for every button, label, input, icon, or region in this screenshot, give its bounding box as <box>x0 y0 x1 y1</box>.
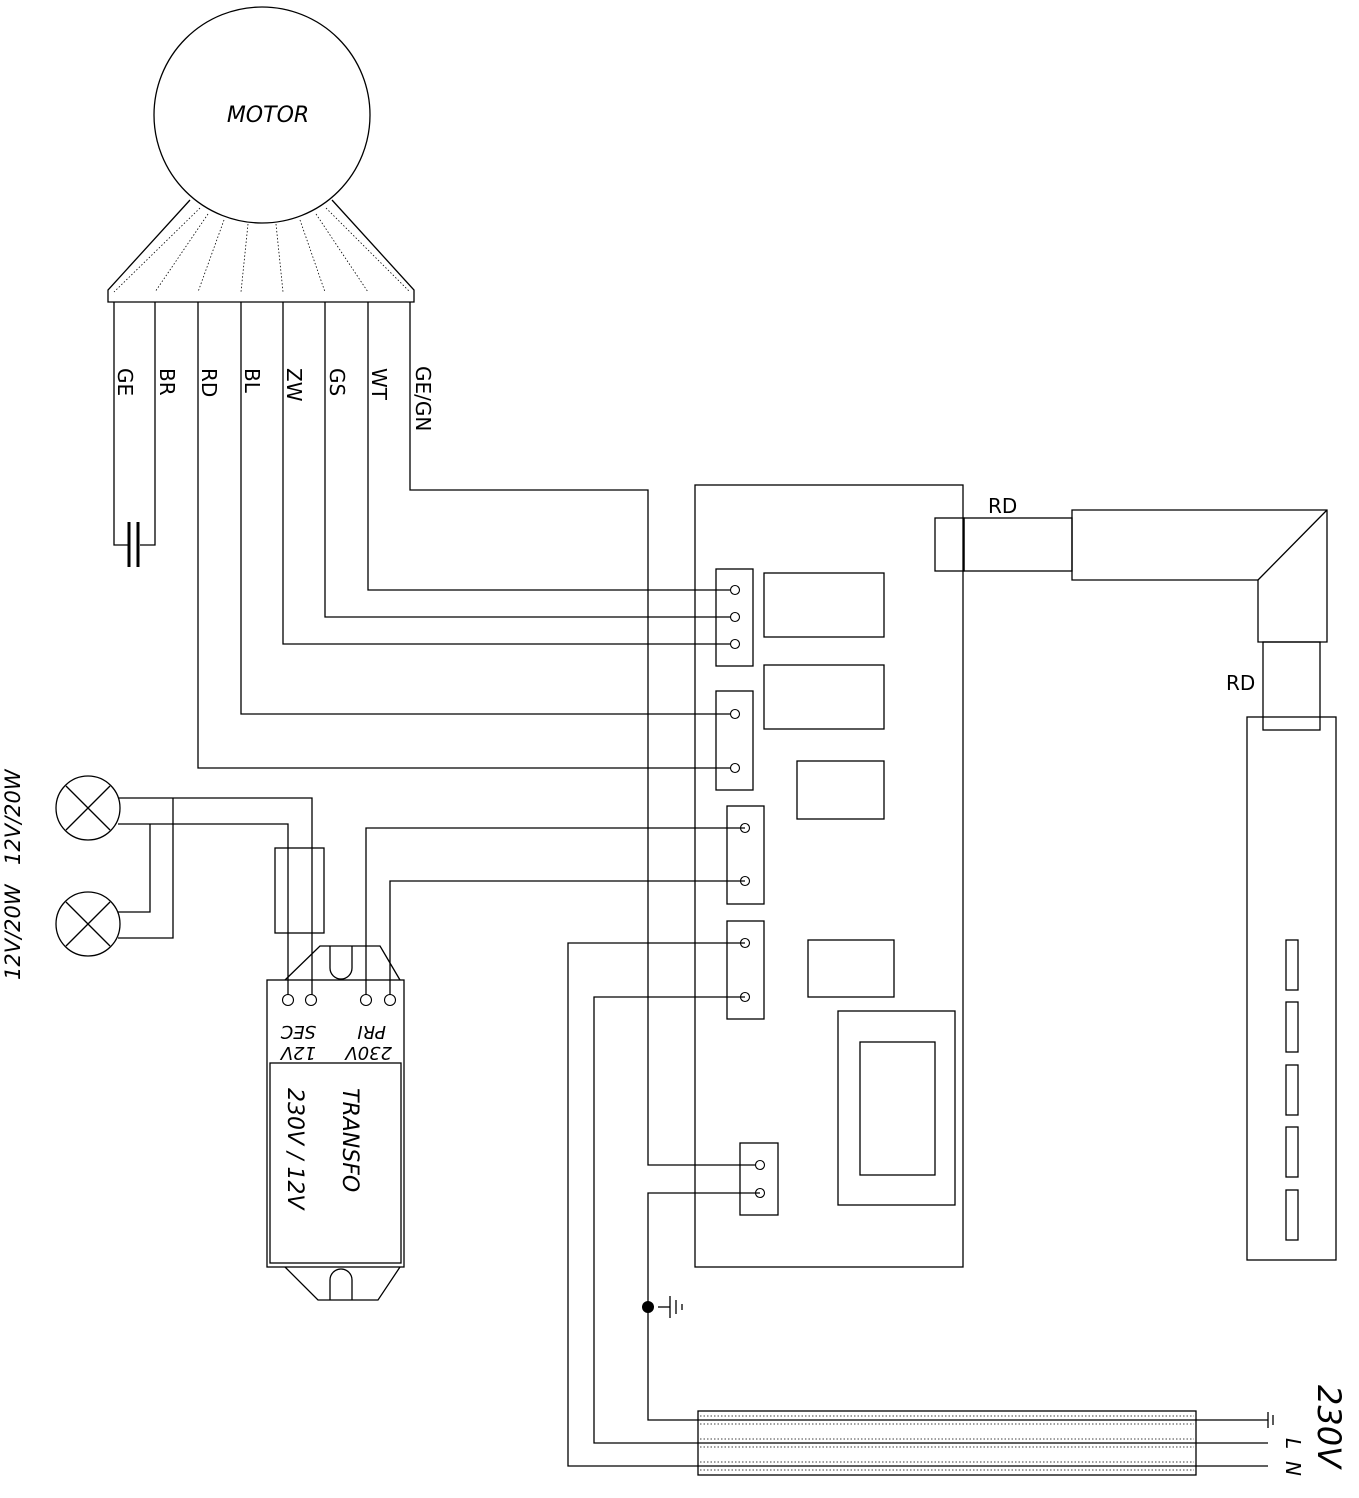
terminal-block-earth <box>739 1142 779 1216</box>
sensor-connector <box>934 517 965 572</box>
terminal-wt <box>729 584 741 596</box>
terminal-zw <box>729 638 741 650</box>
transformer-sec-terminal-1 <box>281 993 295 1007</box>
wire-label-br: BR <box>155 368 179 396</box>
sensor-slot-3 <box>1285 1064 1299 1116</box>
supply-earth-wire <box>647 1192 1268 1421</box>
transformer-sec-label-1: 12V <box>279 1042 316 1063</box>
lamp-top <box>55 775 121 841</box>
wire-label-zw: ZW <box>282 368 306 402</box>
wire-label-gs: GS <box>325 368 349 396</box>
transformer-sec-terminal-2 <box>304 993 318 1007</box>
relay-2 <box>763 664 885 730</box>
wire-wt <box>367 302 735 591</box>
lamp-bottom-label: 12V/20W <box>1 883 25 980</box>
transformer-body <box>266 979 405 1268</box>
wire-label-ge: GE <box>113 368 137 396</box>
terminal-block-transformer <box>726 805 765 905</box>
fuse <box>274 847 325 934</box>
mains-cable <box>697 1410 1197 1476</box>
supply-line-label: L <box>1281 1438 1305 1449</box>
wire-label-wt: WT <box>367 368 391 401</box>
transformer-pri-label-2: PRI <box>357 1021 386 1042</box>
wire-ge <box>113 302 128 546</box>
transformer-sec-label-2: SEC <box>280 1021 316 1042</box>
wire-ge-gn <box>409 302 760 1166</box>
transformer-pri-terminal-1 <box>359 993 373 1007</box>
motor-wires: GE BR RD BL ZW GS WT GE/GN <box>113 302 760 1166</box>
relay-3 <box>796 760 885 820</box>
control-board <box>694 484 965 1268</box>
lamp-link-a <box>118 824 151 913</box>
supply-voltage-label: 230V <box>1310 1385 1348 1470</box>
sensor-cable-horizontal <box>963 517 1073 572</box>
lamp-top-label: 12V/20W <box>1 768 25 865</box>
board-transformer-outer <box>837 1010 956 1206</box>
transformer-title: TRANSFO <box>337 1088 362 1192</box>
relay-1 <box>763 572 885 638</box>
transformer-bottom-tab <box>284 1266 401 1301</box>
lamps: 12V/20W 12V/20W <box>1 768 325 997</box>
terminal-block-motor <box>715 690 754 791</box>
terminal-block-supply <box>726 920 765 1020</box>
wire-gs <box>324 302 735 618</box>
terminal-block-motor-speed <box>715 568 754 667</box>
transformer-pri-wire-1 <box>365 827 745 995</box>
sensor-assembly: RD RD <box>963 494 1337 1261</box>
terminal-bl <box>729 708 741 720</box>
wire-rd <box>197 302 735 769</box>
lamp-link-b <box>118 798 174 939</box>
transformer-rating: 230V / 12V <box>282 1088 307 1211</box>
terminal-gs <box>729 611 741 623</box>
earth-symbol <box>658 1296 683 1318</box>
sensor-slot-2 <box>1285 1001 1299 1053</box>
supply: L N 230V <box>567 942 1348 1476</box>
terminal-rd <box>729 762 741 774</box>
capacitor <box>127 522 140 567</box>
lamp-bottom <box>55 891 121 957</box>
sensor-side-wire-label: RD <box>1226 671 1255 695</box>
motor-wire-strands <box>113 207 411 293</box>
wire-label-rd: RD <box>197 368 221 397</box>
motor-housing <box>153 6 371 224</box>
sensor-bar <box>1246 716 1337 1261</box>
wire-label-bl: BL <box>240 368 264 394</box>
sensor-slot-4 <box>1285 1126 1299 1178</box>
transformer-pri-wire-2 <box>389 880 745 995</box>
wire-br <box>140 302 156 546</box>
sensor-top-wire-label: RD <box>988 494 1017 518</box>
motor: MOTOR <box>107 6 415 303</box>
motor-cable-fan <box>107 199 415 303</box>
wire-bl <box>240 302 735 715</box>
earth-junction <box>642 1301 654 1313</box>
wire-zw <box>282 302 735 645</box>
sensor-slot-5 <box>1285 1189 1299 1241</box>
supply-neutral-label: N <box>1281 1461 1305 1476</box>
supply-neutral-wire <box>567 942 1268 1467</box>
relay-4 <box>807 939 895 998</box>
transformer-pri-terminal-2 <box>383 993 397 1007</box>
sensor-slot-1 <box>1285 939 1299 991</box>
motor-label: MOTOR <box>227 103 309 128</box>
lamp-wire-b <box>118 823 289 997</box>
board-transformer-inner <box>859 1041 936 1176</box>
terminal-earth-1 <box>754 1159 766 1171</box>
sensor-cable-vertical <box>1262 641 1321 731</box>
board-outline <box>694 484 964 1268</box>
lamp-wire-a <box>118 797 313 997</box>
transformer-core <box>269 1062 402 1264</box>
transformer: 230V PRI 12V SEC TRANSFO 230V / 12V <box>266 827 745 1301</box>
wire-label-ge-gn: GE/GN <box>411 366 435 431</box>
transformer-pri-label-1: 230V <box>344 1042 392 1063</box>
supply-earth-icon <box>1267 1412 1274 1428</box>
transformer-top-tab <box>284 945 401 981</box>
sensor-elbow <box>1071 509 1328 643</box>
supply-line-wire <box>593 996 1268 1444</box>
